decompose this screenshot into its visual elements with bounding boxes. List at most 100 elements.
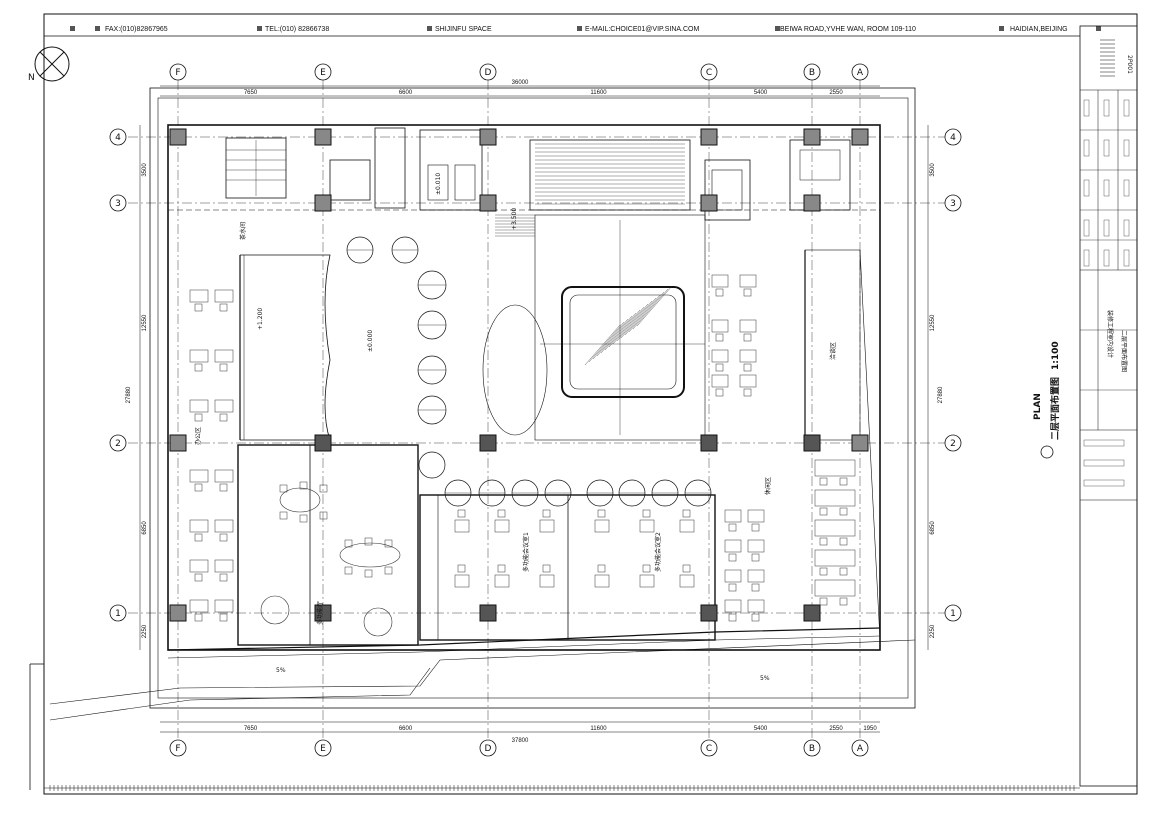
axis-bubble-bottom-F: F (169, 739, 187, 757)
axis-bubbles: F F E E D D C C B B A A 4 4 3 3 2 2 1 1 (109, 63, 962, 757)
svg-text:1: 1 (115, 609, 121, 619)
axis-bubble-right-2: 2 (944, 434, 962, 452)
room-label-hall: 多功能厅 (316, 601, 324, 625)
axis-bubble-top-C: C (700, 63, 718, 81)
slope-label-2: 5% (760, 675, 770, 682)
room-label-pantry: 茶水间 (239, 222, 247, 240)
plan-title: PLAN 二层平面布置图 1:100 (1033, 341, 1061, 459)
dim-right-total: 27880 (938, 386, 944, 403)
dim-left-3: 2250 (142, 624, 148, 638)
axis-bubble-left-1: 1 (109, 604, 127, 622)
svg-text:N: N (28, 73, 35, 83)
plan-title-en: PLAN (1033, 393, 1043, 420)
dim-top-total: 36000 (512, 80, 529, 86)
svg-text:B: B (809, 744, 815, 754)
building-outline (29, 87, 916, 790)
atrium-void (540, 220, 705, 435)
room-label-lounge: 休闲区 (764, 477, 772, 495)
dim-bottom-2: 11600 (590, 726, 607, 732)
dim-bottom-0: 7650 (244, 726, 258, 732)
dim-top-0: 7650 (244, 90, 258, 96)
svg-text:F: F (175, 744, 180, 754)
room-label-meeting-1: 多功能会议室1 (522, 532, 530, 572)
svg-text:D: D (485, 744, 492, 754)
dim-bottom-5: 1950 (863, 726, 877, 732)
plan-title-cn: 二层平面布置图 (1049, 377, 1061, 440)
level-mark-4: ±0.010 (435, 173, 442, 195)
dim-bottom-4: 2550 (829, 726, 843, 732)
dim-top-2: 11600 (590, 90, 607, 96)
dim-top-3: 5400 (754, 90, 768, 96)
axis-bubble-bottom-C: C (700, 739, 718, 757)
dim-left-0: 3500 (142, 163, 148, 177)
dim-bottom-3: 5400 (754, 726, 768, 732)
svg-text:A: A (857, 68, 864, 78)
dim-right-0: 3500 (930, 163, 936, 177)
room-labels: 办公区 多功能会议室1 多功能会议室2 休闲区 茶水间 洽谈区 多功能厅 ±0.… (194, 173, 837, 682)
round-screens (346, 236, 712, 507)
structural-columns (169, 128, 869, 622)
axis-bubble-top-D: D (479, 63, 497, 81)
axis-bubble-bottom-D: D (479, 739, 497, 757)
title-block-number: 2P001 (1126, 55, 1133, 74)
axis-bubble-bottom-B: B (803, 739, 821, 757)
svg-text:3: 3 (950, 199, 956, 209)
axis-bubble-bottom-A: A (851, 739, 869, 757)
axis-grid (128, 80, 945, 740)
svg-text:A: A (857, 744, 864, 754)
furniture (189, 274, 856, 637)
svg-text:1: 1 (950, 609, 956, 619)
interior-walls (167, 127, 881, 659)
svg-text:C: C (706, 744, 712, 754)
svg-text:E: E (320, 744, 326, 754)
north-arrow-icon: N (28, 46, 70, 83)
level-mark-2: +1.200 (257, 308, 264, 330)
axis-bubble-bottom-E: E (314, 739, 332, 757)
room-label-office: 办公区 (194, 427, 202, 445)
bottom-ruler (44, 785, 1080, 791)
svg-text:3: 3 (115, 199, 121, 209)
level-mark-3: +3.500 (511, 208, 518, 230)
dim-left-total: 27880 (126, 386, 132, 403)
header-location: HAIDIAN,BEIJING (1010, 26, 1068, 33)
dim-left-1: 12550 (142, 314, 148, 331)
svg-text:2: 2 (950, 439, 956, 449)
plan-scale: 1:100 (1051, 341, 1061, 370)
svg-text:4: 4 (115, 133, 121, 143)
svg-text:2: 2 (115, 439, 121, 449)
slope-label-1: 5% (276, 667, 286, 674)
header-tel: TEL:(010) 82866738 (265, 26, 329, 33)
dim-left-2: 6850 (142, 521, 148, 535)
level-mark-1: ±0.000 (367, 330, 374, 352)
axis-bubble-left-4: 4 (109, 128, 127, 146)
svg-text:B: B (809, 68, 815, 78)
svg-text:F: F (175, 68, 180, 78)
header-fax: FAX:(010)82867965 (105, 26, 168, 33)
title-block-project: 装修工程室内设计 (1106, 310, 1114, 358)
axis-bubble-left-3: 3 (109, 194, 127, 212)
room-label-meeting-2: 多功能会议室2 (654, 532, 662, 572)
axis-bubble-right-1: 1 (944, 604, 962, 622)
title-block: 2P001 装修工程室内设计 二层平面布置图 (1079, 25, 1138, 787)
axis-bubble-right-3: 3 (944, 194, 962, 212)
svg-text:4: 4 (950, 133, 956, 143)
header-address: BEIWA ROAD,YVHE WAN, ROOM 109-110 (780, 26, 916, 33)
axis-bubble-top-F: F (169, 63, 187, 81)
title-block-drawing: 二层平面布置图 (1120, 330, 1128, 372)
dim-right-1: 12550 (930, 314, 936, 331)
axis-bubble-top-A: A (851, 63, 869, 81)
dim-bottom-total: 37800 (512, 738, 529, 744)
svg-text:C: C (706, 68, 712, 78)
axis-bubble-top-E: E (314, 63, 332, 81)
svg-text:D: D (485, 68, 492, 78)
header-email: E-MAIL:CHOICE01@VIP.SINA.COM (585, 26, 700, 33)
dim-bottom-1: 6600 (399, 726, 413, 732)
header-strip: HAIDIAN,BEIJING BEIWA ROAD,YVHE WAN, ROO… (70, 26, 1101, 33)
svg-text:E: E (320, 68, 326, 78)
axis-bubble-top-B: B (803, 63, 821, 81)
dim-right-3: 2250 (930, 624, 936, 638)
header-company: SHIJINFU SPACE (435, 26, 492, 33)
